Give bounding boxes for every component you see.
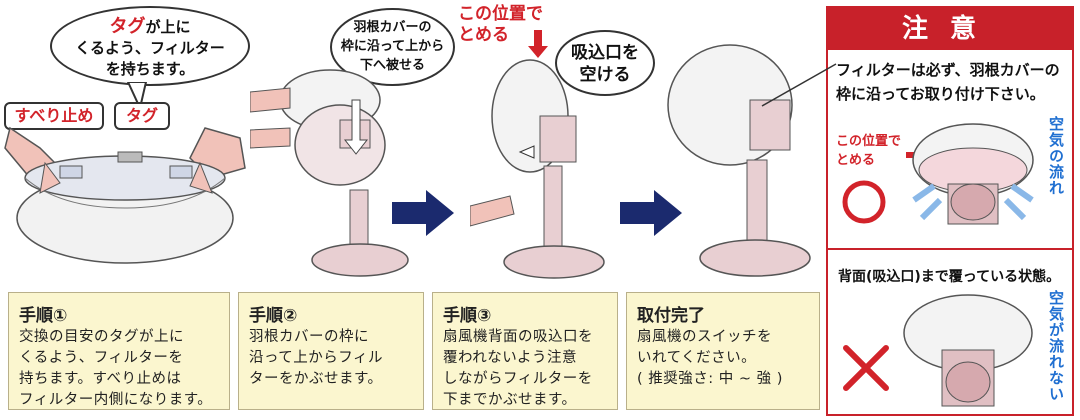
step1-body: 交換の目安のタグが上に くるよう、フィルターを 持ちます。すべり止めは フィルタ… <box>19 327 221 411</box>
incorrect-fan-illustration <box>898 288 1038 413</box>
step2-box: 手順② 羽根カバーの枠に 沿って上からフィル ターをかぶせます。 <box>238 292 424 410</box>
caution-callout-line1: この位置で <box>836 132 901 151</box>
incorrect-mark-icon <box>840 342 892 394</box>
complete-title: 取付完了 <box>637 301 705 326</box>
bubble2-line1: 羽根カバーの <box>332 18 453 37</box>
caution-heading: 注意 <box>828 8 1072 50</box>
bubble-line2: くるよう、フィルター <box>52 38 248 59</box>
caution-text: フィルターは必ず、羽根カバーの 枠に沿ってお取り付け下さい。 <box>836 58 1068 106</box>
bubble-line1: が上に <box>145 18 190 36</box>
caution-callout: この位置で とめる <box>836 132 901 170</box>
step1-title: 手順① <box>19 301 67 326</box>
step1-box: 手順① 交換の目安のタグが上に くるよう、フィルターを 持ちます。すべり止めは … <box>8 292 230 410</box>
complete-body: 扇風機のスイッチを いれてください。 ( 推奨強さ: 中 ~ 強 ) <box>637 327 811 390</box>
step3-fan-illustration <box>470 56 630 288</box>
step1-filter-illustration <box>0 108 250 268</box>
airflow-good-label: 空気の流れ <box>1046 116 1067 196</box>
step2-title: 手順② <box>249 301 297 326</box>
bad-state-text: 背面(吸込口)まで覆っている状態。 <box>838 266 1060 286</box>
correct-mark-icon <box>840 178 888 226</box>
step3-title: 手順③ <box>443 301 491 326</box>
step2-fan-illustration <box>250 50 450 290</box>
step3-callout-line1: この位置で <box>458 4 543 25</box>
complete-box: 取付完了 扇風機のスイッチを いれてください。 ( 推奨強さ: 中 ~ 強 ) <box>626 292 820 410</box>
bubble-line3: を持ちます。 <box>52 59 248 80</box>
caution-panel: 注意 フィルターは必ず、羽根カバーの 枠に沿ってお取り付け下さい。 この位置で … <box>826 6 1074 416</box>
caution-pointer-line <box>760 60 840 110</box>
caution-callout-line2: とめる <box>836 151 901 170</box>
caution-divider <box>828 248 1072 250</box>
step1-speech-bubble: タグが上に くるよう、フィルター を持ちます。 <box>50 6 250 86</box>
airflow-bad-label: 空気が流れない <box>1046 290 1067 402</box>
step2-body: 羽根カバーの枠に 沿って上からフィル ターをかぶせます。 <box>249 327 415 390</box>
arrow-1 <box>392 188 456 238</box>
tag-highlight: タグ <box>109 16 145 37</box>
correct-fan-illustration <box>908 100 1038 240</box>
step3-box: 手順③ 扇風機背面の吸込口を 覆われないよう注意 しながらフィルターを 下までか… <box>432 292 618 410</box>
step3-body: 扇風機背面の吸込口を 覆われないよう注意 しながらフィルターを 下までかぶせます… <box>443 327 609 411</box>
